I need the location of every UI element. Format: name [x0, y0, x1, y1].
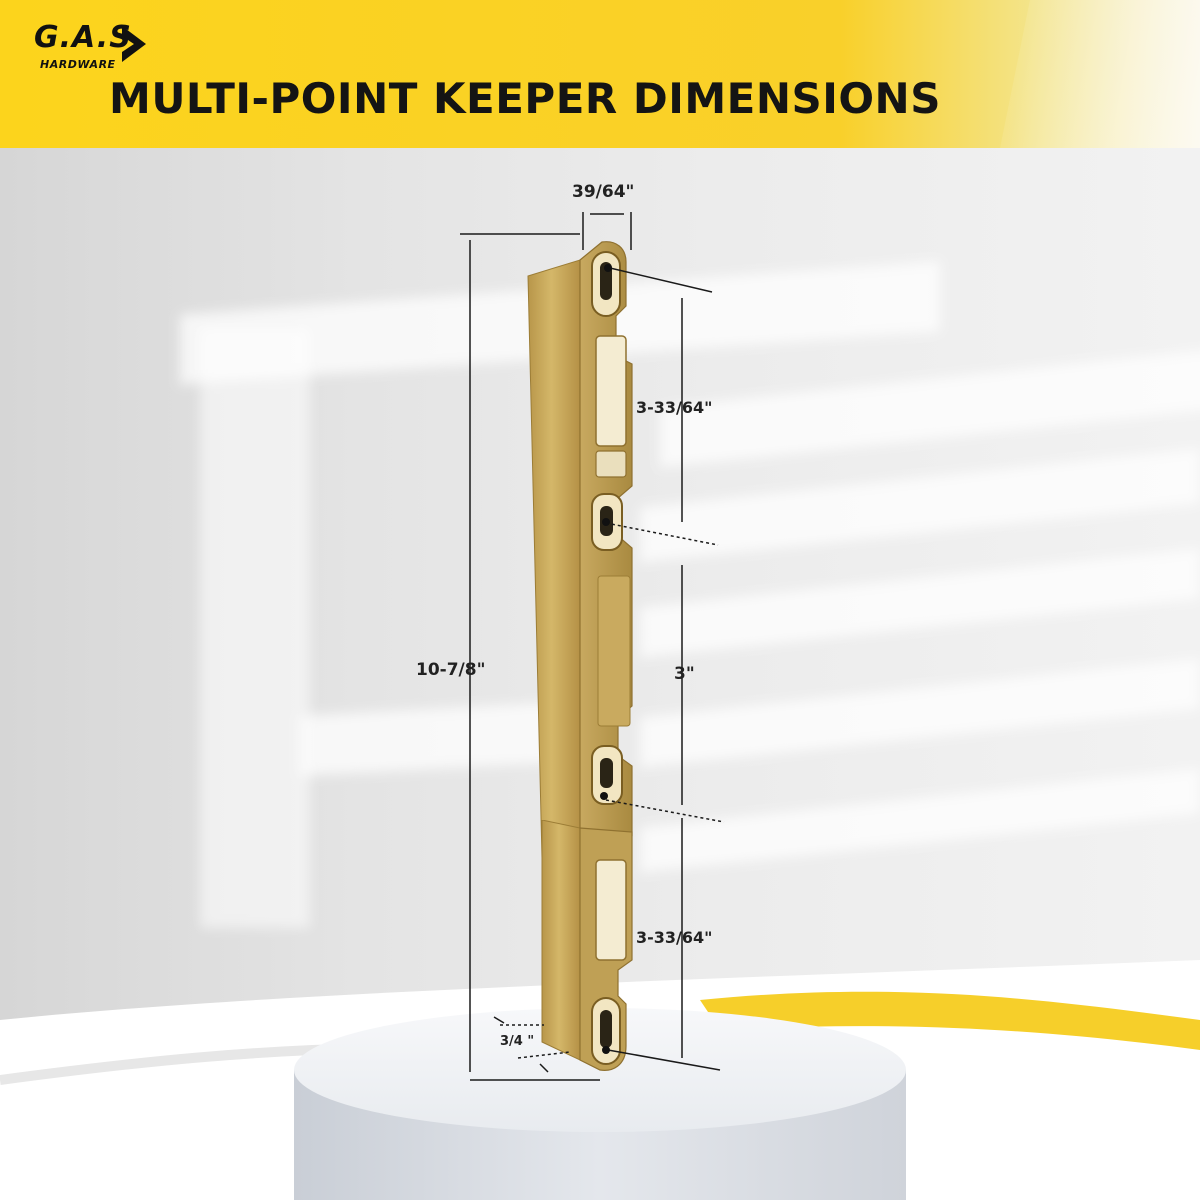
keeper-lower-section [541, 820, 633, 1071]
dim-width-label: 39/64" [572, 182, 635, 202]
dim-middle-spacing-label: 3" [674, 664, 695, 684]
header-banner: G.A.S HARDWARE MULTI-POINT KEEPER DIMENS… [0, 0, 1200, 148]
header-highlight [1000, 0, 1200, 148]
brand-sub: HARDWARE [40, 58, 116, 71]
brand-logo: G.A.S HARDWARE [34, 18, 146, 78]
light-streak [200, 328, 310, 928]
dim-bottom-spacing-label: 3-33/64" [636, 928, 713, 947]
multi-point-keeper-plate [527, 241, 633, 875]
dim-top-spacing-label: 3-33/64" [636, 398, 713, 417]
chevron-right-icon [122, 26, 146, 62]
dim-depth-label: 3/4 " [500, 1034, 535, 1049]
dim-overall-length-label: 10-7/8" [416, 660, 486, 680]
brand-name: G.A.S [34, 20, 132, 55]
page-title: MULTI-POINT KEEPER DIMENSIONS [109, 74, 941, 123]
